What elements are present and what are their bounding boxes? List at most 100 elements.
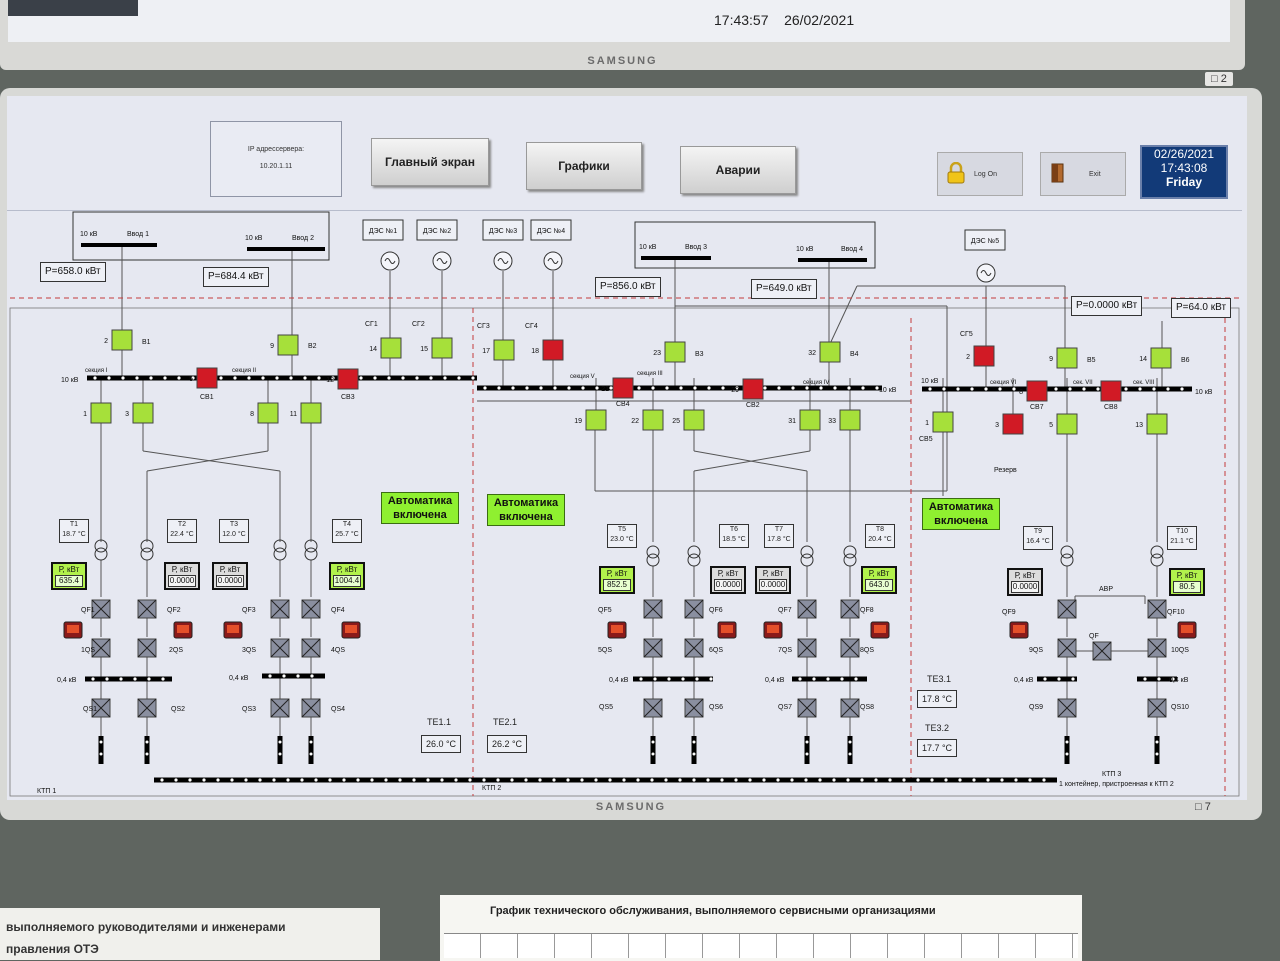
main-monitor-number: □ 7 [1195, 801, 1211, 813]
breaker-upper[interactable] [493, 339, 515, 361]
charts-button[interactable]: Графики [526, 142, 642, 190]
upper-qs-switch[interactable] [137, 638, 157, 658]
te-value: 26.0 °С [421, 735, 461, 753]
bus-04kv-label: 0,4 кВ [229, 675, 249, 682]
lower-qs-switch[interactable] [1057, 698, 1077, 718]
breaker-number: 23 [653, 350, 661, 357]
generator-wave [436, 258, 448, 264]
qf-switch[interactable] [684, 599, 704, 619]
lower-qs-switch[interactable] [301, 698, 321, 718]
lower-qs-switch[interactable] [91, 698, 111, 718]
qf-switch[interactable] [840, 599, 860, 619]
bus-dot [426, 778, 430, 782]
lower-qs-switch[interactable] [797, 698, 817, 718]
breaker-upper[interactable] [973, 345, 995, 367]
reserve-label: Резерв [994, 467, 1017, 474]
avr-qf-switch[interactable] [1092, 641, 1112, 661]
breaker-upper[interactable] [664, 341, 686, 363]
lower-qs-switch[interactable] [684, 698, 704, 718]
exit-button[interactable]: Exit [1040, 152, 1126, 196]
meter-display [67, 625, 79, 633]
breaker-upper[interactable] [380, 337, 402, 359]
breaker-upper[interactable] [111, 329, 133, 351]
bus-dot [1152, 387, 1156, 391]
maintenance-schedule-paper: График технического обслуживания, выполн… [440, 895, 1082, 961]
qf-switch[interactable] [91, 599, 111, 619]
qf-switch[interactable] [643, 599, 663, 619]
breaker-lower[interactable] [585, 409, 607, 431]
qf-switch[interactable] [270, 599, 290, 619]
lower-qs-switch[interactable] [643, 698, 663, 718]
breaker-lower[interactable] [839, 409, 861, 431]
qf-label: QF1 [81, 607, 95, 614]
sectional-breaker[interactable] [196, 367, 218, 389]
breaker-upper[interactable] [1056, 347, 1078, 369]
alarms-button[interactable]: Аварии [680, 146, 796, 194]
upper-qs-switch[interactable] [301, 638, 321, 658]
breaker-upper[interactable] [431, 337, 453, 359]
qf-switch[interactable] [1147, 599, 1167, 619]
transformer-icon [1060, 545, 1074, 559]
breaker-upper[interactable] [1150, 347, 1172, 369]
lower-qs-switch[interactable] [1147, 698, 1167, 718]
qs-label: QS3 [242, 706, 256, 713]
breaker-lower[interactable] [300, 402, 322, 424]
upper-qs-switch[interactable] [91, 638, 111, 658]
transformer-icon [273, 539, 287, 553]
qf-switch[interactable] [1057, 599, 1077, 619]
qf-switch[interactable] [137, 599, 157, 619]
upper-qs-switch[interactable] [1147, 638, 1167, 658]
upper-qs-switch[interactable] [797, 638, 817, 658]
upper-qs-switch[interactable] [684, 638, 704, 658]
bus-dot [135, 376, 139, 380]
power-label: Р, кВт [336, 565, 358, 574]
upper-qs-switch[interactable] [270, 638, 290, 658]
upper-qs-switch[interactable] [643, 638, 663, 658]
upper-qs-switch[interactable] [840, 638, 860, 658]
bus-dot [412, 778, 416, 782]
breaker-upper[interactable] [819, 341, 841, 363]
qf-label: QF10 [1167, 609, 1185, 616]
qs-label: QS9 [1029, 704, 1043, 711]
lower-qs-switch[interactable] [137, 698, 157, 718]
qf-switch[interactable] [797, 599, 817, 619]
server-ip-label: IP адрессервера: [247, 146, 305, 153]
breaker-number: 1 [83, 411, 87, 418]
meter-icon [1009, 621, 1029, 639]
generator-wave [980, 270, 992, 276]
breaker-lower[interactable] [1056, 413, 1078, 435]
breaker-lower[interactable] [1002, 413, 1024, 435]
bus-dot [415, 376, 419, 380]
sectional-breaker[interactable] [337, 368, 359, 390]
breaker-lower[interactable] [932, 411, 954, 433]
breaker-lower[interactable] [642, 409, 664, 431]
bus-kv-label: 10 кВ [1195, 389, 1213, 396]
breaker-lower[interactable] [799, 409, 821, 431]
main-screen-button[interactable]: Главный экран [371, 138, 489, 186]
sectional-breaker[interactable] [612, 377, 634, 399]
lower-qs-switch[interactable] [840, 698, 860, 718]
breaker-upper[interactable] [277, 334, 299, 356]
sectional-breaker[interactable] [1026, 380, 1048, 402]
power-value: 1004.4 [333, 575, 361, 587]
breaker-number: 22 [631, 418, 639, 425]
bus-dot [356, 778, 360, 782]
upper-qs-switch[interactable] [1057, 638, 1077, 658]
des-label: ДЭС №2 [423, 228, 451, 235]
lower-qs-switch[interactable] [270, 698, 290, 718]
breaker-upper[interactable] [542, 339, 564, 361]
te-label: ТЕ3.1 [927, 674, 952, 684]
bus-dot [370, 778, 374, 782]
generator-cf-label: СГ2 [412, 321, 425, 328]
breaker-lower[interactable] [90, 402, 112, 424]
qf-switch[interactable] [301, 599, 321, 619]
logon-button[interactable]: Log On [937, 152, 1023, 196]
sectional-breaker[interactable] [1100, 380, 1122, 402]
sectional-breaker[interactable] [742, 378, 764, 400]
switch-cross [684, 698, 704, 718]
breaker-lower[interactable] [1146, 413, 1168, 435]
breaker-lower[interactable] [257, 402, 279, 424]
breaker-lower[interactable] [683, 409, 705, 431]
breaker-lower[interactable] [132, 402, 154, 424]
